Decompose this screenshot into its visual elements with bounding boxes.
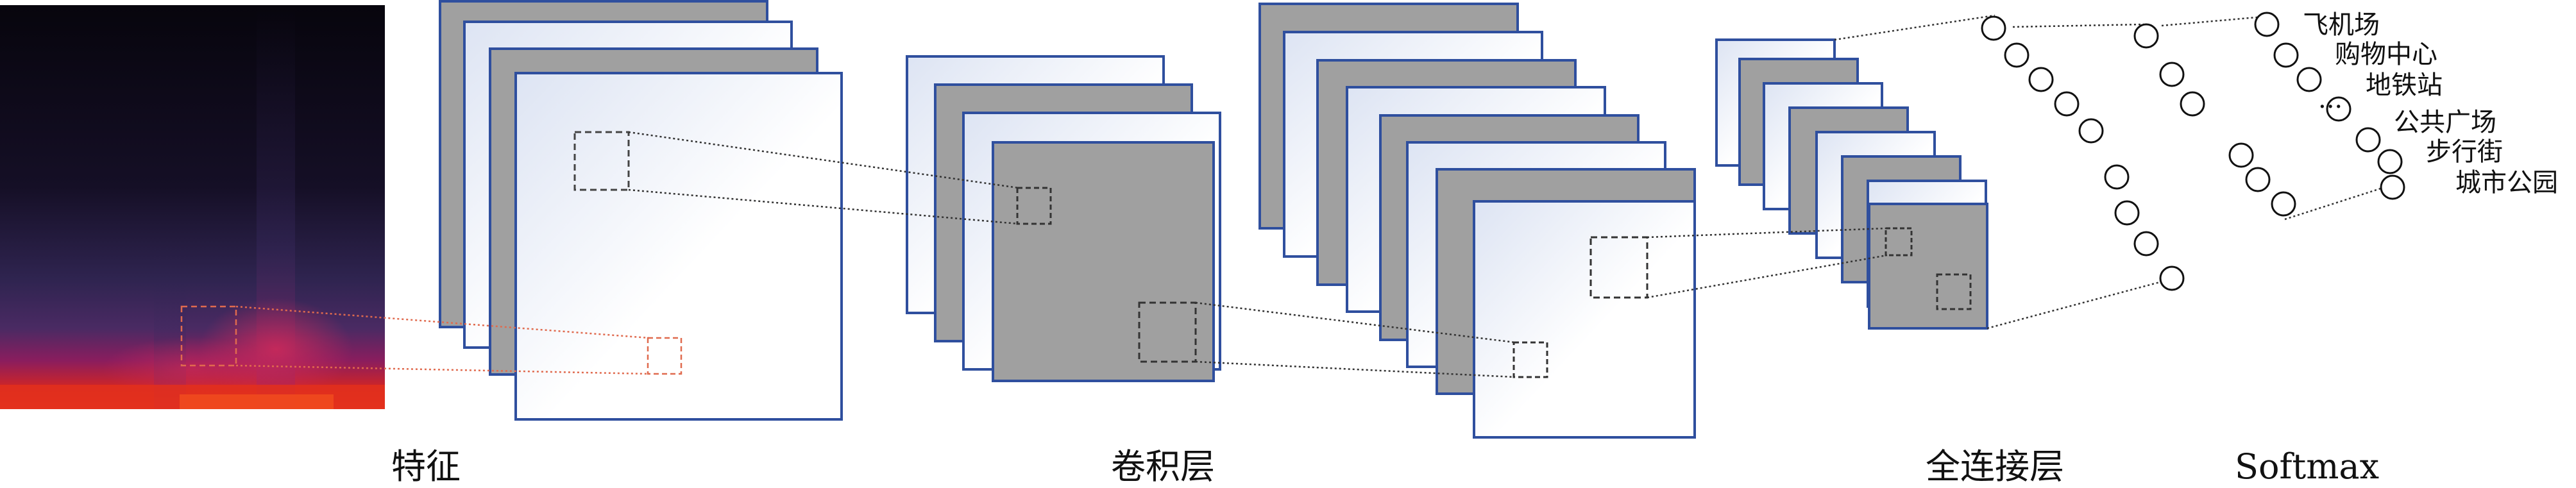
neuron-node bbox=[2133, 23, 2159, 49]
class-label: 购物中心 bbox=[2335, 40, 2437, 69]
neuron-node bbox=[2078, 118, 2104, 144]
fc-target-box bbox=[1936, 273, 1972, 310]
neuron-node bbox=[1981, 15, 2006, 41]
conv-kernel-box bbox=[1138, 301, 1197, 363]
neuron-node bbox=[2254, 12, 2280, 37]
caption-softmax: Softmax bbox=[2235, 446, 2379, 485]
neuron-node bbox=[2296, 67, 2322, 92]
caption-feature: 特征 bbox=[391, 446, 461, 485]
class-label: 飞机场 bbox=[2303, 10, 2380, 40]
neuron-node bbox=[2273, 42, 2299, 68]
caption-fc: 全连接层 bbox=[1926, 446, 2064, 485]
neuron-node bbox=[2377, 149, 2403, 174]
neuron-node bbox=[2114, 200, 2140, 226]
neuron-node bbox=[2028, 67, 2054, 92]
caption-conv: 卷积层 bbox=[1111, 446, 1215, 485]
class-label: 地铁站 bbox=[2366, 71, 2443, 100]
neuron-node bbox=[2326, 96, 2351, 122]
neuron-node bbox=[2355, 127, 2381, 153]
conv-layer-stack-2 bbox=[1258, 3, 1696, 439]
neuron-node bbox=[2133, 231, 2159, 257]
conv-target-box bbox=[1016, 187, 1052, 225]
fc-kernel-box bbox=[1885, 227, 1913, 257]
conv-layer-stack bbox=[906, 55, 1221, 382]
spectrogram-dashed-region bbox=[180, 305, 237, 367]
softmax-class-labels: 飞机场 购物中心 地铁站 ... 公共广场 步行街 城市公园 bbox=[2303, 10, 2558, 198]
conv2-target-box bbox=[1513, 341, 1548, 378]
input-kernel-box bbox=[573, 131, 630, 191]
neuron-node bbox=[2228, 142, 2254, 168]
class-label: 步行街 bbox=[2426, 137, 2503, 167]
class-label: ... bbox=[2318, 85, 2343, 114]
input-target-box bbox=[647, 337, 682, 375]
conv2-kernel-box bbox=[1589, 236, 1648, 299]
neuron-node bbox=[2159, 62, 2185, 87]
neuron-node bbox=[2104, 164, 2130, 190]
neuron-columns bbox=[1981, 12, 2405, 291]
neuron-node bbox=[2380, 174, 2405, 200]
class-label: 公共广场 bbox=[2394, 108, 2496, 137]
neuron-node bbox=[2271, 191, 2296, 217]
fc-feature-stack bbox=[1715, 38, 1988, 330]
neuron-node bbox=[2180, 91, 2205, 117]
neuron-node bbox=[2054, 91, 2080, 117]
neuron-node bbox=[2159, 265, 2185, 291]
input-feature-stack bbox=[439, 0, 843, 421]
connection-lines bbox=[235, 14, 2393, 378]
class-label: 城市公园 bbox=[2455, 168, 2558, 198]
spectrogram-image bbox=[0, 5, 385, 409]
neuron-node bbox=[2004, 42, 2029, 68]
neuron-node bbox=[2245, 167, 2271, 192]
